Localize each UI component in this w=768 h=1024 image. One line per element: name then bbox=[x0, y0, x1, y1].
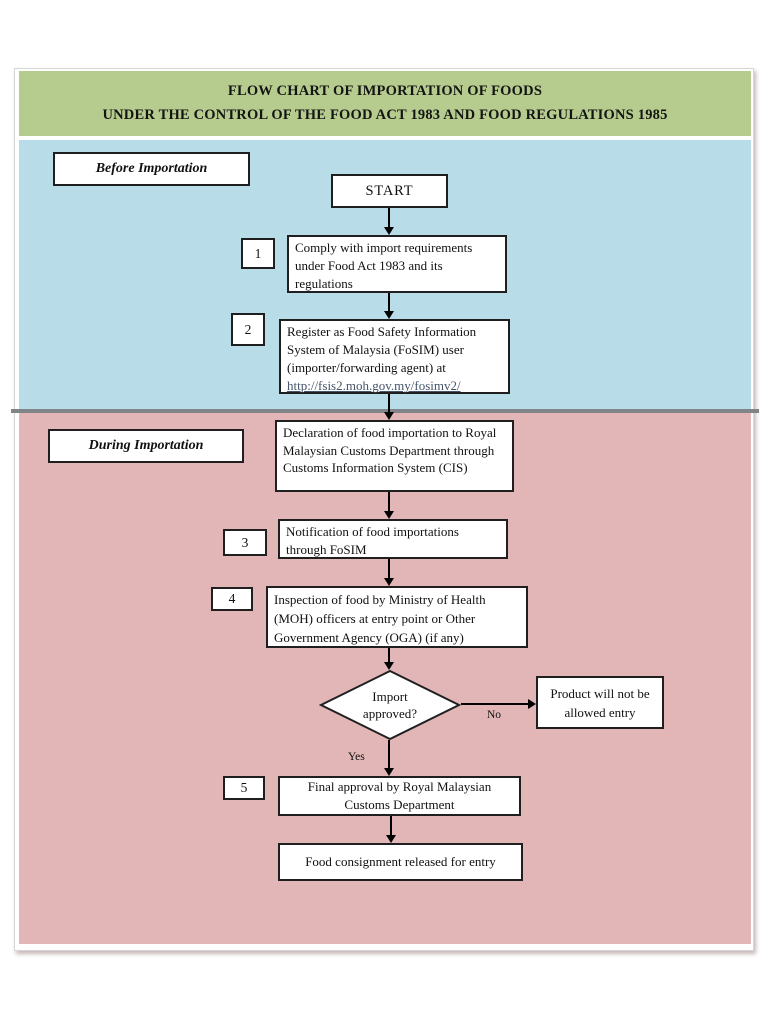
arrow-step4-to-decision bbox=[384, 648, 394, 670]
no-edge-label: No bbox=[487, 709, 502, 721]
arrow-step5-to-released bbox=[386, 816, 396, 843]
arrow-step1-to-step2 bbox=[384, 293, 394, 319]
fosim-url-link[interactable]: http://fsis2.moh.gov.my/fosimv2/ bbox=[287, 378, 461, 393]
step2-text: Register as Food Safety Information Syst… bbox=[287, 324, 477, 375]
yes-edge-label: Yes bbox=[348, 751, 365, 763]
step1-node: Comply with import requirements under Fo… bbox=[287, 235, 507, 293]
arrow-step2-to-declaration bbox=[384, 394, 394, 420]
step3-node: Notification of food importations throug… bbox=[278, 519, 508, 559]
step4-node: Inspection of food by Ministry of Health… bbox=[266, 586, 528, 648]
document-page: FLOW CHART OF IMPORTATION OF FOODS UNDER… bbox=[11, 68, 759, 951]
step2-node: Register as Food Safety Information Syst… bbox=[279, 319, 510, 394]
section-divider bbox=[11, 409, 759, 413]
decision-text: Import approved? bbox=[362, 689, 418, 721]
arrow-declaration-to-step3 bbox=[384, 492, 394, 519]
title-line-1: FLOW CHART OF IMPORTATION OF FOODS bbox=[227, 83, 543, 99]
step4-number-badge: 4 bbox=[211, 587, 253, 611]
title-line-2: UNDER THE CONTROL OF THE FOOD ACT 1983 A… bbox=[102, 107, 668, 123]
start-node: START bbox=[331, 174, 448, 208]
before-importation-label: Before Importation bbox=[53, 152, 250, 186]
arrow-decision-no bbox=[461, 699, 536, 709]
during-importation-label: During Importation bbox=[48, 429, 244, 463]
title-banner: FLOW CHART OF IMPORTATION OF FOODS UNDER… bbox=[19, 71, 751, 136]
step5-number-badge: 5 bbox=[223, 776, 265, 800]
arrow-start-to-step1 bbox=[384, 208, 394, 235]
released-node: Food consignment released for entry bbox=[278, 843, 523, 881]
step1-number-badge: 1 bbox=[241, 238, 275, 269]
diamond-shape bbox=[318, 669, 462, 741]
rejected-node: Product will not be allowed entry bbox=[536, 676, 664, 729]
step3-number-badge: 3 bbox=[223, 529, 267, 556]
arrow-step3-to-step4 bbox=[384, 559, 394, 586]
step5-node: Final approval by Royal Malaysian Custom… bbox=[278, 776, 521, 816]
declaration-node: Declaration of food importation to Royal… bbox=[275, 420, 514, 492]
step2-number-badge: 2 bbox=[231, 313, 265, 346]
decision-diamond: Import approved? bbox=[318, 669, 462, 741]
arrow-decision-yes bbox=[384, 740, 394, 776]
